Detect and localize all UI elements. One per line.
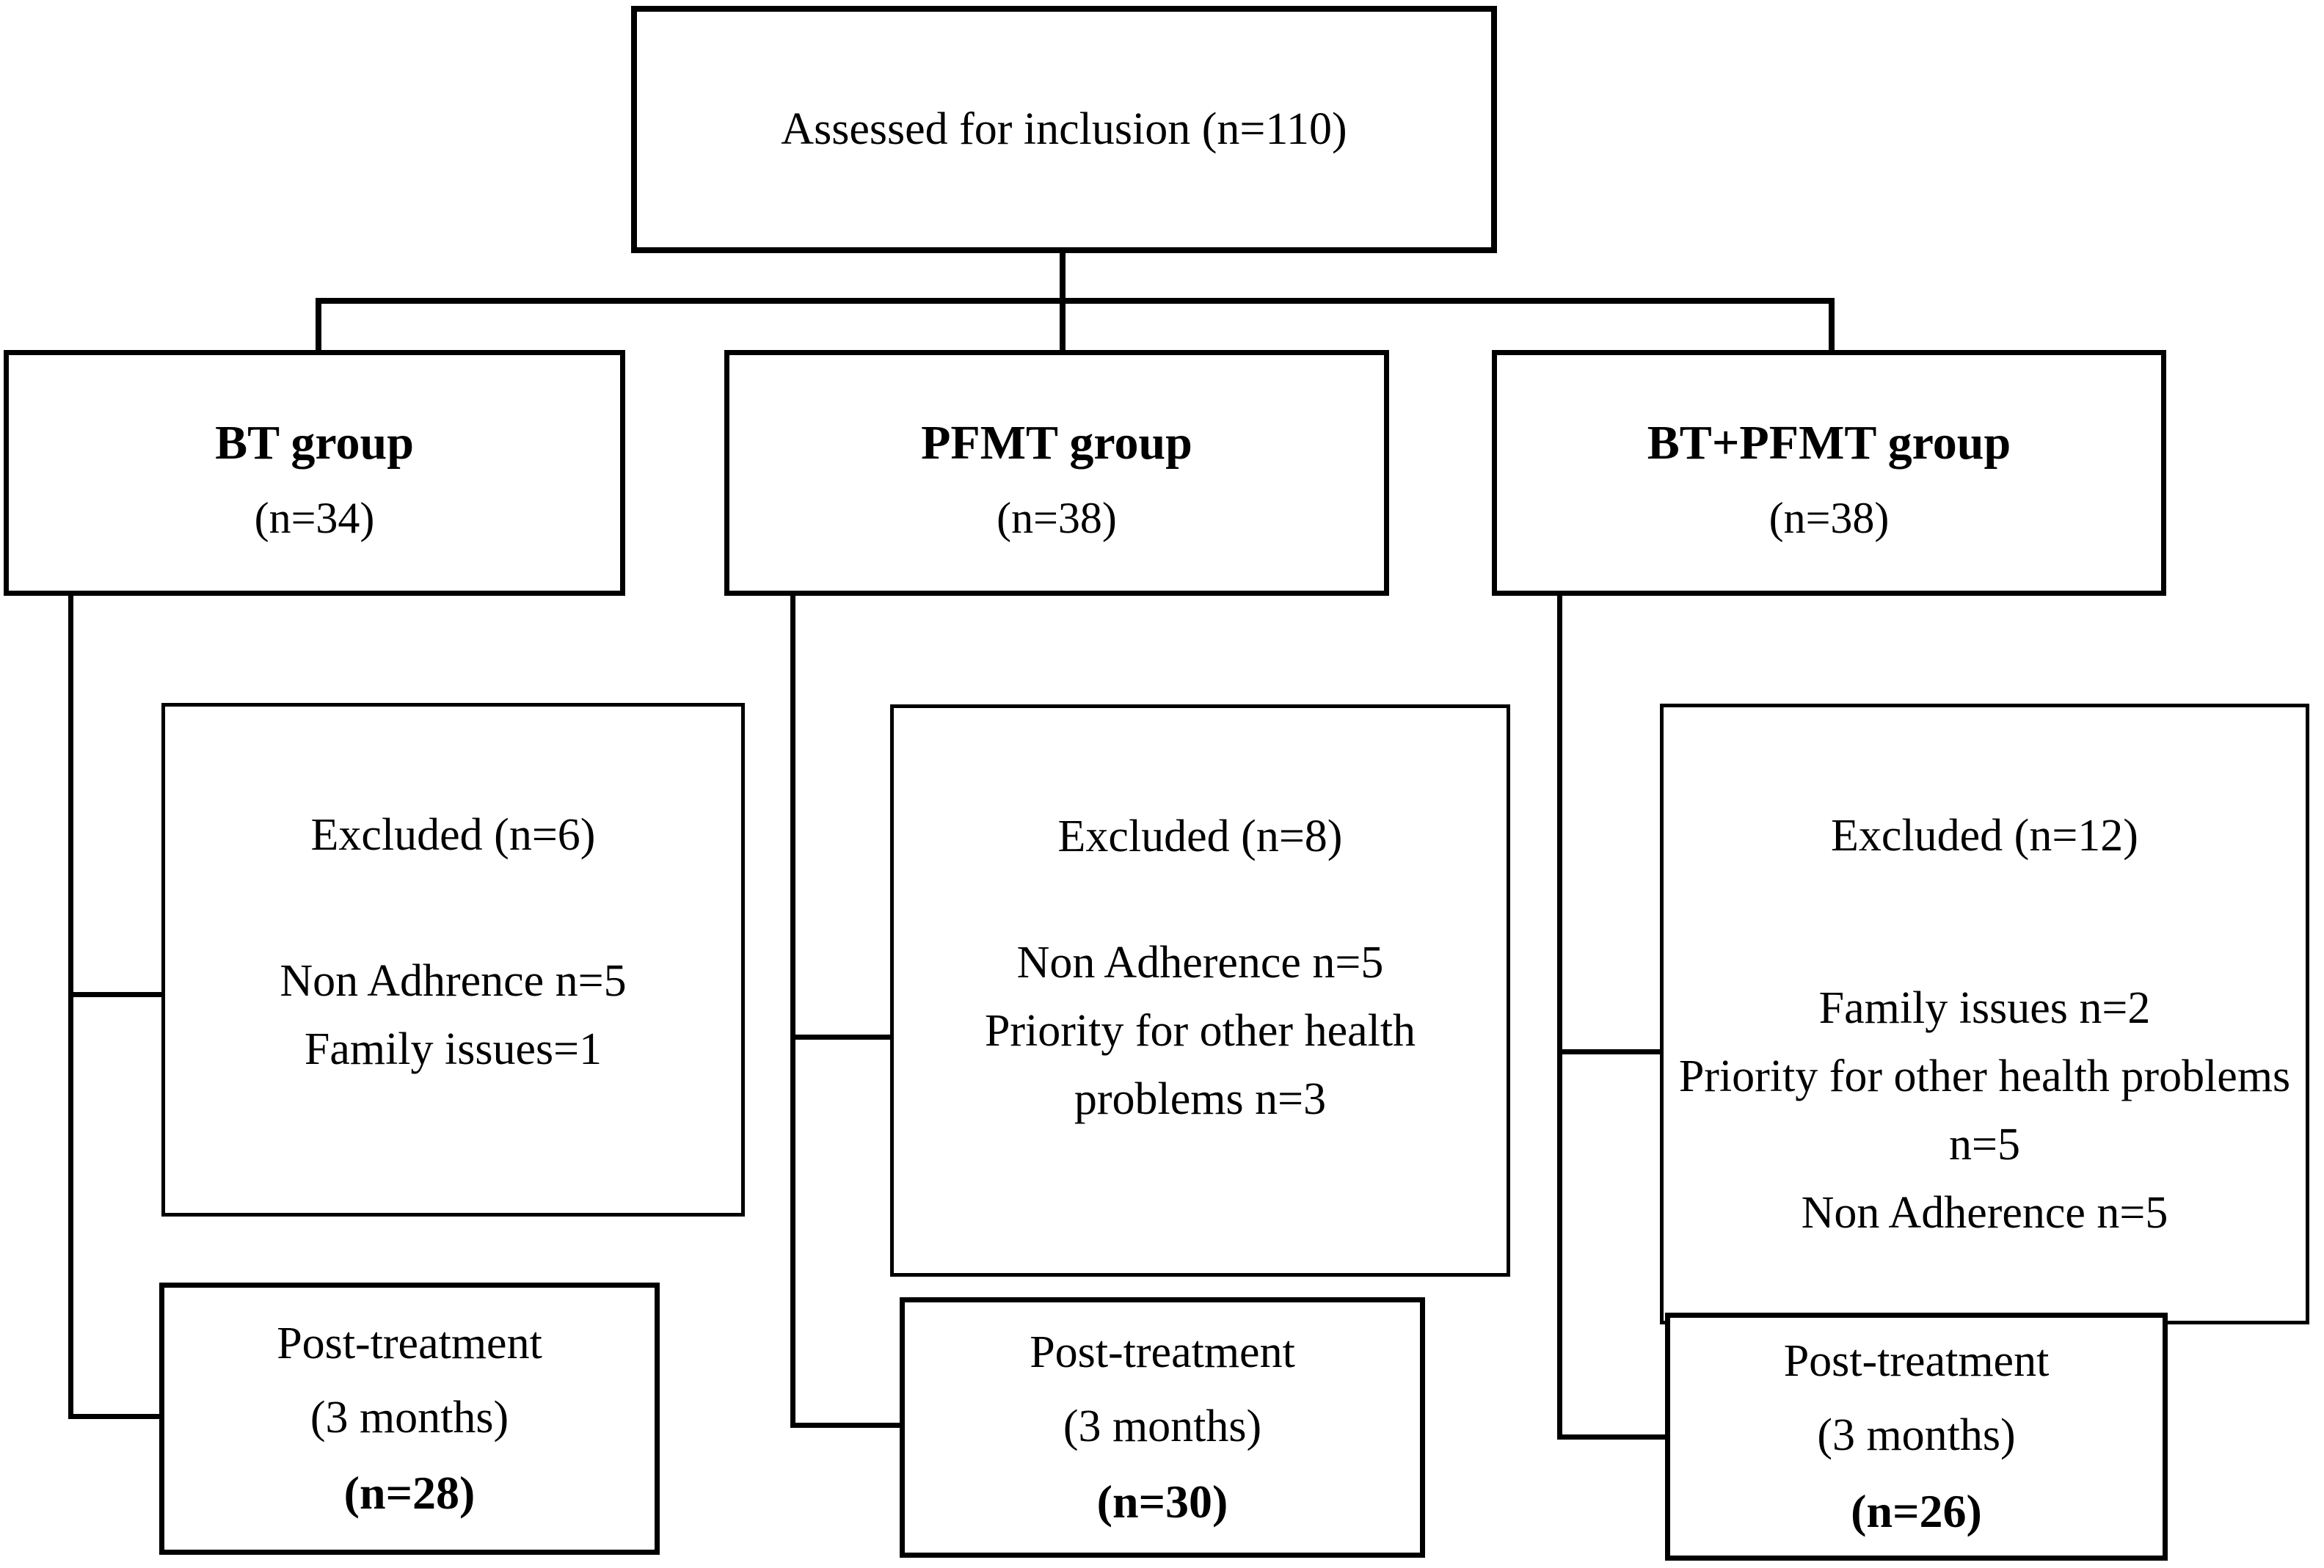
post-stub-pfmt	[790, 1423, 903, 1428]
bt-excluded-title: Excluded (n=6)	[310, 810, 596, 860]
post-n-label: (n=26)	[1851, 1484, 1982, 1537]
post-stub-bt-pfmt	[1557, 1434, 1669, 1440]
excluded-reason: Priority for other health problems n=3	[984, 1005, 1416, 1124]
pfmt-excluded-title: Excluded (n=8)	[1057, 812, 1343, 861]
assessed-for-inclusion-label: Assessed for inclusion (n=110)	[781, 104, 1347, 154]
bt-group-title: BT group	[215, 416, 414, 470]
pfmt-excluded-box: Excluded (n=8) Non Adherence n=5 Priorit…	[890, 704, 1510, 1277]
pfmt-excluded-reasons: Non Adherence n=5 Priority for other hea…	[908, 929, 1492, 1134]
excluded-reason: Non Adherence n=5	[1801, 1187, 2168, 1238]
assessed-for-inclusion-box: Assessed for inclusion (n=110)	[631, 6, 1497, 253]
connector-stub-pfmt	[1060, 298, 1066, 353]
excluded-reason: Family issues n=2	[1818, 982, 2151, 1033]
bt-pfmt-post-treatment-box: Post-treatment (3 months) (n=26)	[1665, 1313, 2168, 1561]
trunk-line-bt-pfmt	[1557, 594, 1562, 1440]
pfmt-post-treatment-box: Post-treatment (3 months) (n=30)	[900, 1297, 1425, 1558]
bt-pfmt-excluded-reasons: Family issues n=2 Priority for other hea…	[1678, 974, 2291, 1247]
excluded-stub-bt	[68, 992, 165, 997]
post-months-label: (3 months)	[310, 1392, 509, 1443]
excluded-stub-bt-pfmt	[1557, 1049, 1664, 1054]
bt-excluded-box: Excluded (n=6) Non Adhrence n=5 Family i…	[161, 703, 745, 1217]
trunk-line-bt	[68, 594, 73, 1419]
bt-post-treatment-box: Post-treatment (3 months) (n=28)	[159, 1283, 660, 1555]
pfmt-group-box: PFMT group (n=38)	[724, 350, 1389, 596]
pfmt-group-n-label: (n=38)	[997, 493, 1117, 542]
bt-pfmt-excluded-title: Excluded (n=12)	[1831, 811, 2138, 861]
pfmt-group-title: PFMT group	[921, 416, 1192, 470]
excluded-reason: Family issues=1	[304, 1024, 602, 1074]
post-n-label: (n=28)	[343, 1467, 476, 1519]
post-months-label: (3 months)	[1817, 1410, 2016, 1461]
bt-excluded-reasons: Non Adhrence n=5 Family issues=1	[180, 947, 726, 1084]
bt-pfmt-excluded-box: Excluded (n=12) Family issues n=2 Priori…	[1660, 704, 2309, 1324]
bt-group-n-label: (n=34)	[254, 493, 375, 542]
connector-stub-bt-pfmt	[1829, 298, 1835, 353]
post-treatment-label: Post-treatment	[277, 1318, 542, 1368]
post-months-label: (3 months)	[1063, 1401, 1262, 1451]
bt-pfmt-group-box: BT+PFMT group (n=38)	[1492, 350, 2166, 596]
connector-branch-horizontal	[316, 298, 1835, 304]
post-stub-bt	[68, 1414, 163, 1419]
trunk-line-pfmt	[790, 594, 795, 1428]
bt-group-box: BT group (n=34)	[4, 350, 625, 596]
excluded-reason: Non Adherence n=5	[1016, 937, 1384, 988]
bt-pfmt-group-n-label: (n=38)	[1769, 493, 1890, 542]
excluded-reason: Priority for other health problems n=5	[1678, 1051, 2291, 1170]
bt-pfmt-group-title: BT+PFMT group	[1647, 416, 2011, 470]
excluded-stub-pfmt	[790, 1035, 895, 1040]
connector-stub-bt	[316, 298, 321, 353]
post-treatment-label: Post-treatment	[1030, 1327, 1295, 1377]
connector-top-vertical	[1060, 253, 1066, 299]
post-treatment-label: Post-treatment	[1783, 1336, 2050, 1387]
post-n-label: (n=30)	[1096, 1476, 1228, 1528]
excluded-reason: Non Adhrence n=5	[280, 955, 627, 1006]
